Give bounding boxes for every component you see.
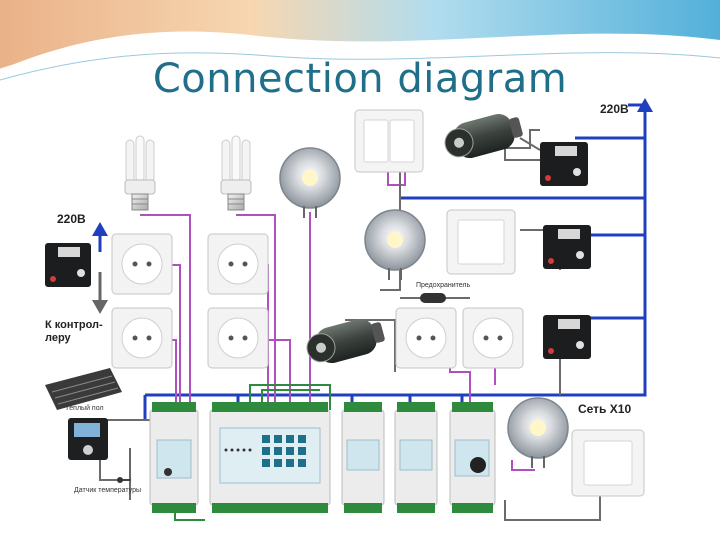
label-220v-top-right: 220В [600,102,629,116]
x10-module-1 [540,142,588,186]
cfl-bulb-2 [220,135,252,211]
x10-module-2 [543,225,591,269]
halogen-lamp-2 [364,209,426,280]
motor-1 [444,114,523,159]
din-controller [209,402,331,513]
halogen-lamp-3 [507,397,569,468]
x10-module-3 [543,315,591,359]
switch-bottom-right [571,429,645,497]
slide-title: Connection diagram [152,56,568,102]
motor-2 [306,319,385,364]
din-module-1 [149,402,199,513]
label-220v-left: 220В [57,212,86,226]
halogen-lamp-1 [279,147,341,218]
thermostat [68,418,108,460]
x10-module-left [45,243,91,287]
din-module-4 [449,402,496,513]
socket-2 [207,233,269,295]
label-warm-floor: Тёплый пол [65,405,104,412]
socket-6 [462,307,524,369]
socket-4 [207,307,269,369]
double-switch [354,109,424,173]
controller-arrow [92,272,108,314]
label-network-x10: Сеть X10 [578,402,632,416]
fuse [400,293,470,303]
label-to-controller: К контрол- леру [45,319,103,344]
warm-floor-mat [45,368,122,410]
switch-middle [446,209,516,275]
socket-3 [111,307,173,369]
cfl-bulb-1 [124,135,156,211]
label-temp-sensor: Датчик температуры [74,487,142,494]
label-fuse: Предохранитель [416,282,471,289]
din-module-3 [394,402,438,513]
temp-sensor-cable [117,448,131,483]
socket-1 [111,233,173,295]
din-module-2 [341,402,385,513]
power-arrow-left [92,222,108,252]
header-decoration [0,0,720,81]
power-arrow-top-right [637,98,653,120]
socket-5 [395,307,457,369]
